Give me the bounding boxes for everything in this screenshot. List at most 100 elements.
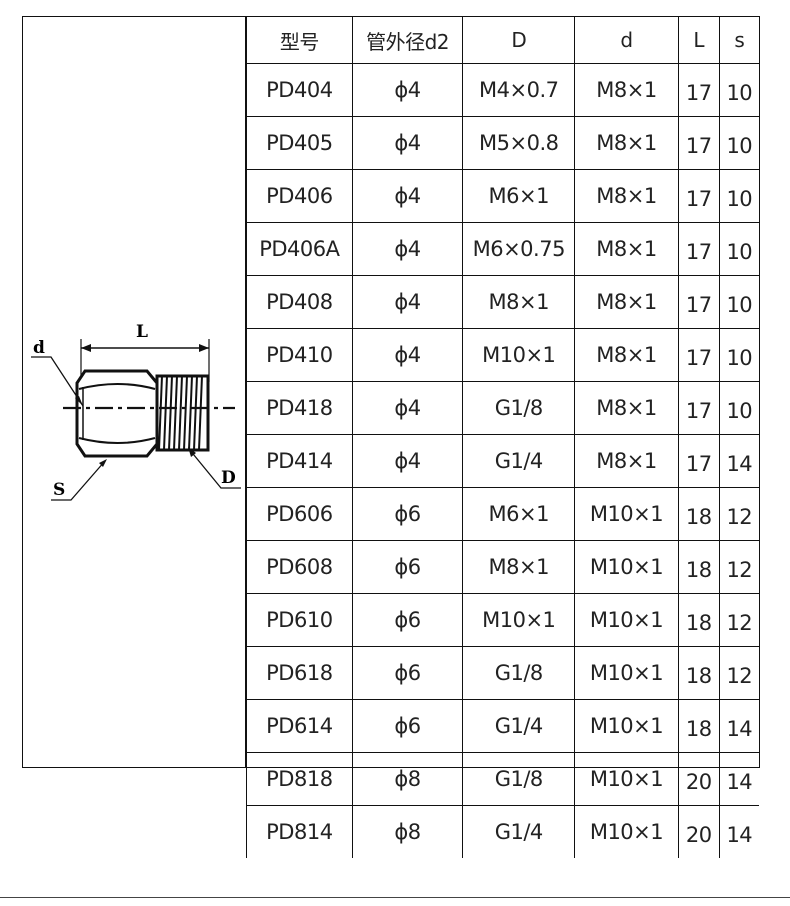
cell-D: M10×1 — [462, 328, 576, 382]
cell-D: G1/8 — [462, 646, 576, 700]
header-model: 型号 — [246, 17, 353, 64]
header-d: d — [574, 17, 679, 64]
cell-d: M8×1 — [574, 63, 679, 117]
cell-D: M10×1 — [462, 593, 576, 647]
cell-L: 20 — [677, 752, 720, 806]
cell-L: 17 — [677, 169, 720, 223]
cell-model: PD618 — [246, 646, 353, 700]
cell-tube-od: ϕ8 — [351, 752, 464, 806]
cell-s: 10 — [718, 275, 759, 329]
cell-L: 18 — [677, 593, 720, 647]
cell-s: 14 — [718, 752, 759, 806]
cell-s: 10 — [718, 63, 759, 117]
cell-D: G1/4 — [462, 805, 576, 858]
cell-s: 10 — [718, 328, 759, 382]
cell-model: PD406A — [246, 222, 353, 276]
cell-D: M6×1 — [462, 169, 576, 223]
cell-tube-od: ϕ6 — [351, 593, 464, 647]
cell-D: M4×0.7 — [462, 63, 576, 117]
cell-D: G1/4 — [462, 699, 576, 753]
cell-d: M10×1 — [574, 593, 679, 647]
cell-model: PD814 — [246, 805, 353, 858]
label-S: S — [53, 480, 65, 500]
cell-L: 18 — [677, 646, 720, 700]
cell-s: 10 — [718, 222, 759, 276]
header-L: L — [677, 17, 720, 64]
fitting-diagram: L d — [23, 17, 246, 767]
cell-model: PD406 — [246, 169, 353, 223]
cell-s: 12 — [718, 593, 759, 647]
cell-model: PD418 — [246, 381, 353, 435]
cell-model: PD610 — [246, 593, 353, 647]
cell-D: M5×0.8 — [462, 116, 576, 170]
cell-model: PD414 — [246, 434, 353, 488]
cell-tube-od: ϕ4 — [351, 328, 464, 382]
label-d: d — [33, 338, 45, 358]
cell-tube-od: ϕ4 — [351, 169, 464, 223]
bottom-divider — [0, 897, 790, 898]
cell-L: 18 — [677, 540, 720, 594]
cell-D: G1/4 — [462, 434, 576, 488]
cell-tube-od: ϕ4 — [351, 63, 464, 117]
header-s: s — [718, 17, 759, 64]
cell-d: M10×1 — [574, 646, 679, 700]
cell-d: M10×1 — [574, 699, 679, 753]
cell-s: 14 — [718, 805, 759, 858]
fitting-drawing: L d — [31, 322, 241, 501]
cell-s: 10 — [718, 116, 759, 170]
cell-model: PD614 — [246, 699, 353, 753]
cell-d: M10×1 — [574, 805, 679, 858]
header-tube-od: 管外径d2 — [351, 17, 464, 64]
cell-L: 17 — [677, 116, 720, 170]
cell-tube-od: ϕ6 — [351, 646, 464, 700]
cell-L: 18 — [677, 487, 720, 541]
cell-L: 18 — [677, 699, 720, 753]
cell-s: 12 — [718, 487, 759, 541]
cell-tube-od: ϕ4 — [351, 275, 464, 329]
header-row: 型号 管外径d2 D d L s — [246, 17, 759, 64]
cell-s: 14 — [718, 434, 759, 488]
cell-D: M8×1 — [462, 540, 576, 594]
cell-L: 17 — [677, 222, 720, 276]
cell-model: PD608 — [246, 540, 353, 594]
cell-model: PD410 — [246, 328, 353, 382]
cell-d: M8×1 — [574, 328, 679, 382]
cell-s: 10 — [718, 381, 759, 435]
cell-model: PD408 — [246, 275, 353, 329]
cell-tube-od: ϕ6 — [351, 487, 464, 541]
cell-d: M8×1 — [574, 275, 679, 329]
cell-L: 17 — [677, 328, 720, 382]
cell-model: PD405 — [246, 116, 353, 170]
spec-sheet-frame: L d — [22, 16, 760, 858]
cell-D: G1/8 — [462, 752, 576, 806]
cell-tube-od: ϕ4 — [351, 434, 464, 488]
cell-tube-od: ϕ6 — [351, 540, 464, 594]
cell-L: 17 — [677, 275, 720, 329]
cell-D: M8×1 — [462, 275, 576, 329]
cell-D: M6×1 — [462, 487, 576, 541]
cell-d: M8×1 — [574, 222, 679, 276]
cell-model: PD606 — [246, 487, 353, 541]
cell-s: 10 — [718, 169, 759, 223]
cell-L: 17 — [677, 63, 720, 117]
label-D: D — [221, 468, 236, 488]
cell-L: 20 — [677, 805, 720, 858]
cell-model: PD818 — [246, 752, 353, 806]
cell-d: M8×1 — [574, 381, 679, 435]
cell-L: 17 — [677, 434, 720, 488]
header-D: D — [462, 17, 576, 64]
